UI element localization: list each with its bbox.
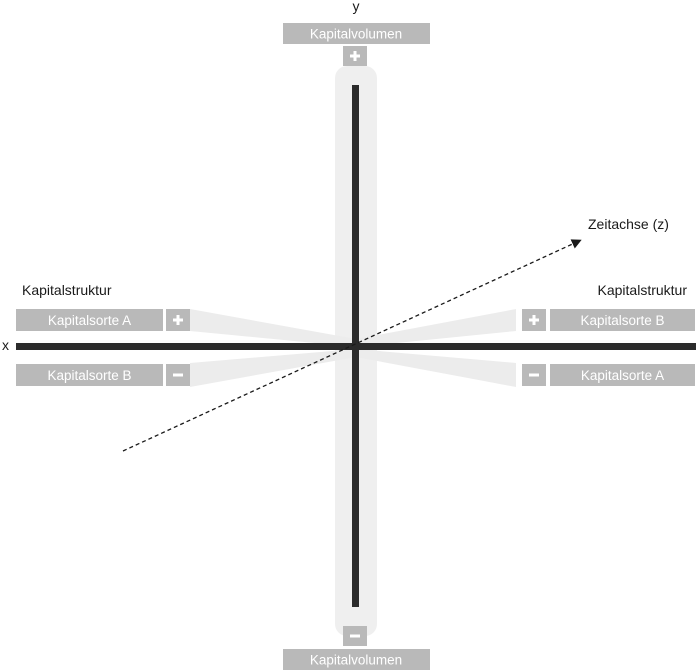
bottom-volume-label: Kapitalvolumen [310, 653, 402, 668]
right-lower-label: Kapitalsorte A [581, 368, 664, 383]
bottom-volume-box: Kapitalvolumen [283, 649, 430, 670]
right-upper-box: Kapitalsorte B [550, 309, 695, 331]
right-lower-box: Kapitalsorte A [550, 364, 695, 386]
z-axis-label: Zeitachse (z) [588, 216, 669, 232]
right-minus-icon [522, 364, 546, 386]
left-lower-box: Kapitalsorte B [16, 364, 163, 386]
left-lower-band [190, 349, 356, 387]
right-structure-heading: Kapitalstruktur [598, 282, 688, 298]
left-minus-icon [166, 364, 190, 386]
x-axis-label: x [2, 337, 9, 353]
right-plus-icon [522, 309, 546, 331]
top-volume-box: Kapitalvolumen [283, 23, 430, 44]
left-lower-label: Kapitalsorte B [47, 368, 131, 383]
left-upper-box: Kapitalsorte A [16, 309, 163, 331]
left-upper-band [190, 309, 356, 347]
y-axis-label: y [353, 0, 360, 14]
left-structure-heading: Kapitalstruktur [22, 282, 112, 298]
right-upper-label: Kapitalsorte B [580, 313, 664, 328]
left-upper-label: Kapitalsorte A [48, 313, 131, 328]
x-axis [16, 343, 696, 350]
top-volume-label: Kapitalvolumen [310, 27, 402, 42]
top-plus-icon [343, 46, 367, 66]
right-upper-band [356, 309, 516, 347]
bottom-minus-icon [343, 626, 367, 646]
right-lower-band [356, 349, 516, 387]
left-plus-icon [166, 309, 190, 331]
